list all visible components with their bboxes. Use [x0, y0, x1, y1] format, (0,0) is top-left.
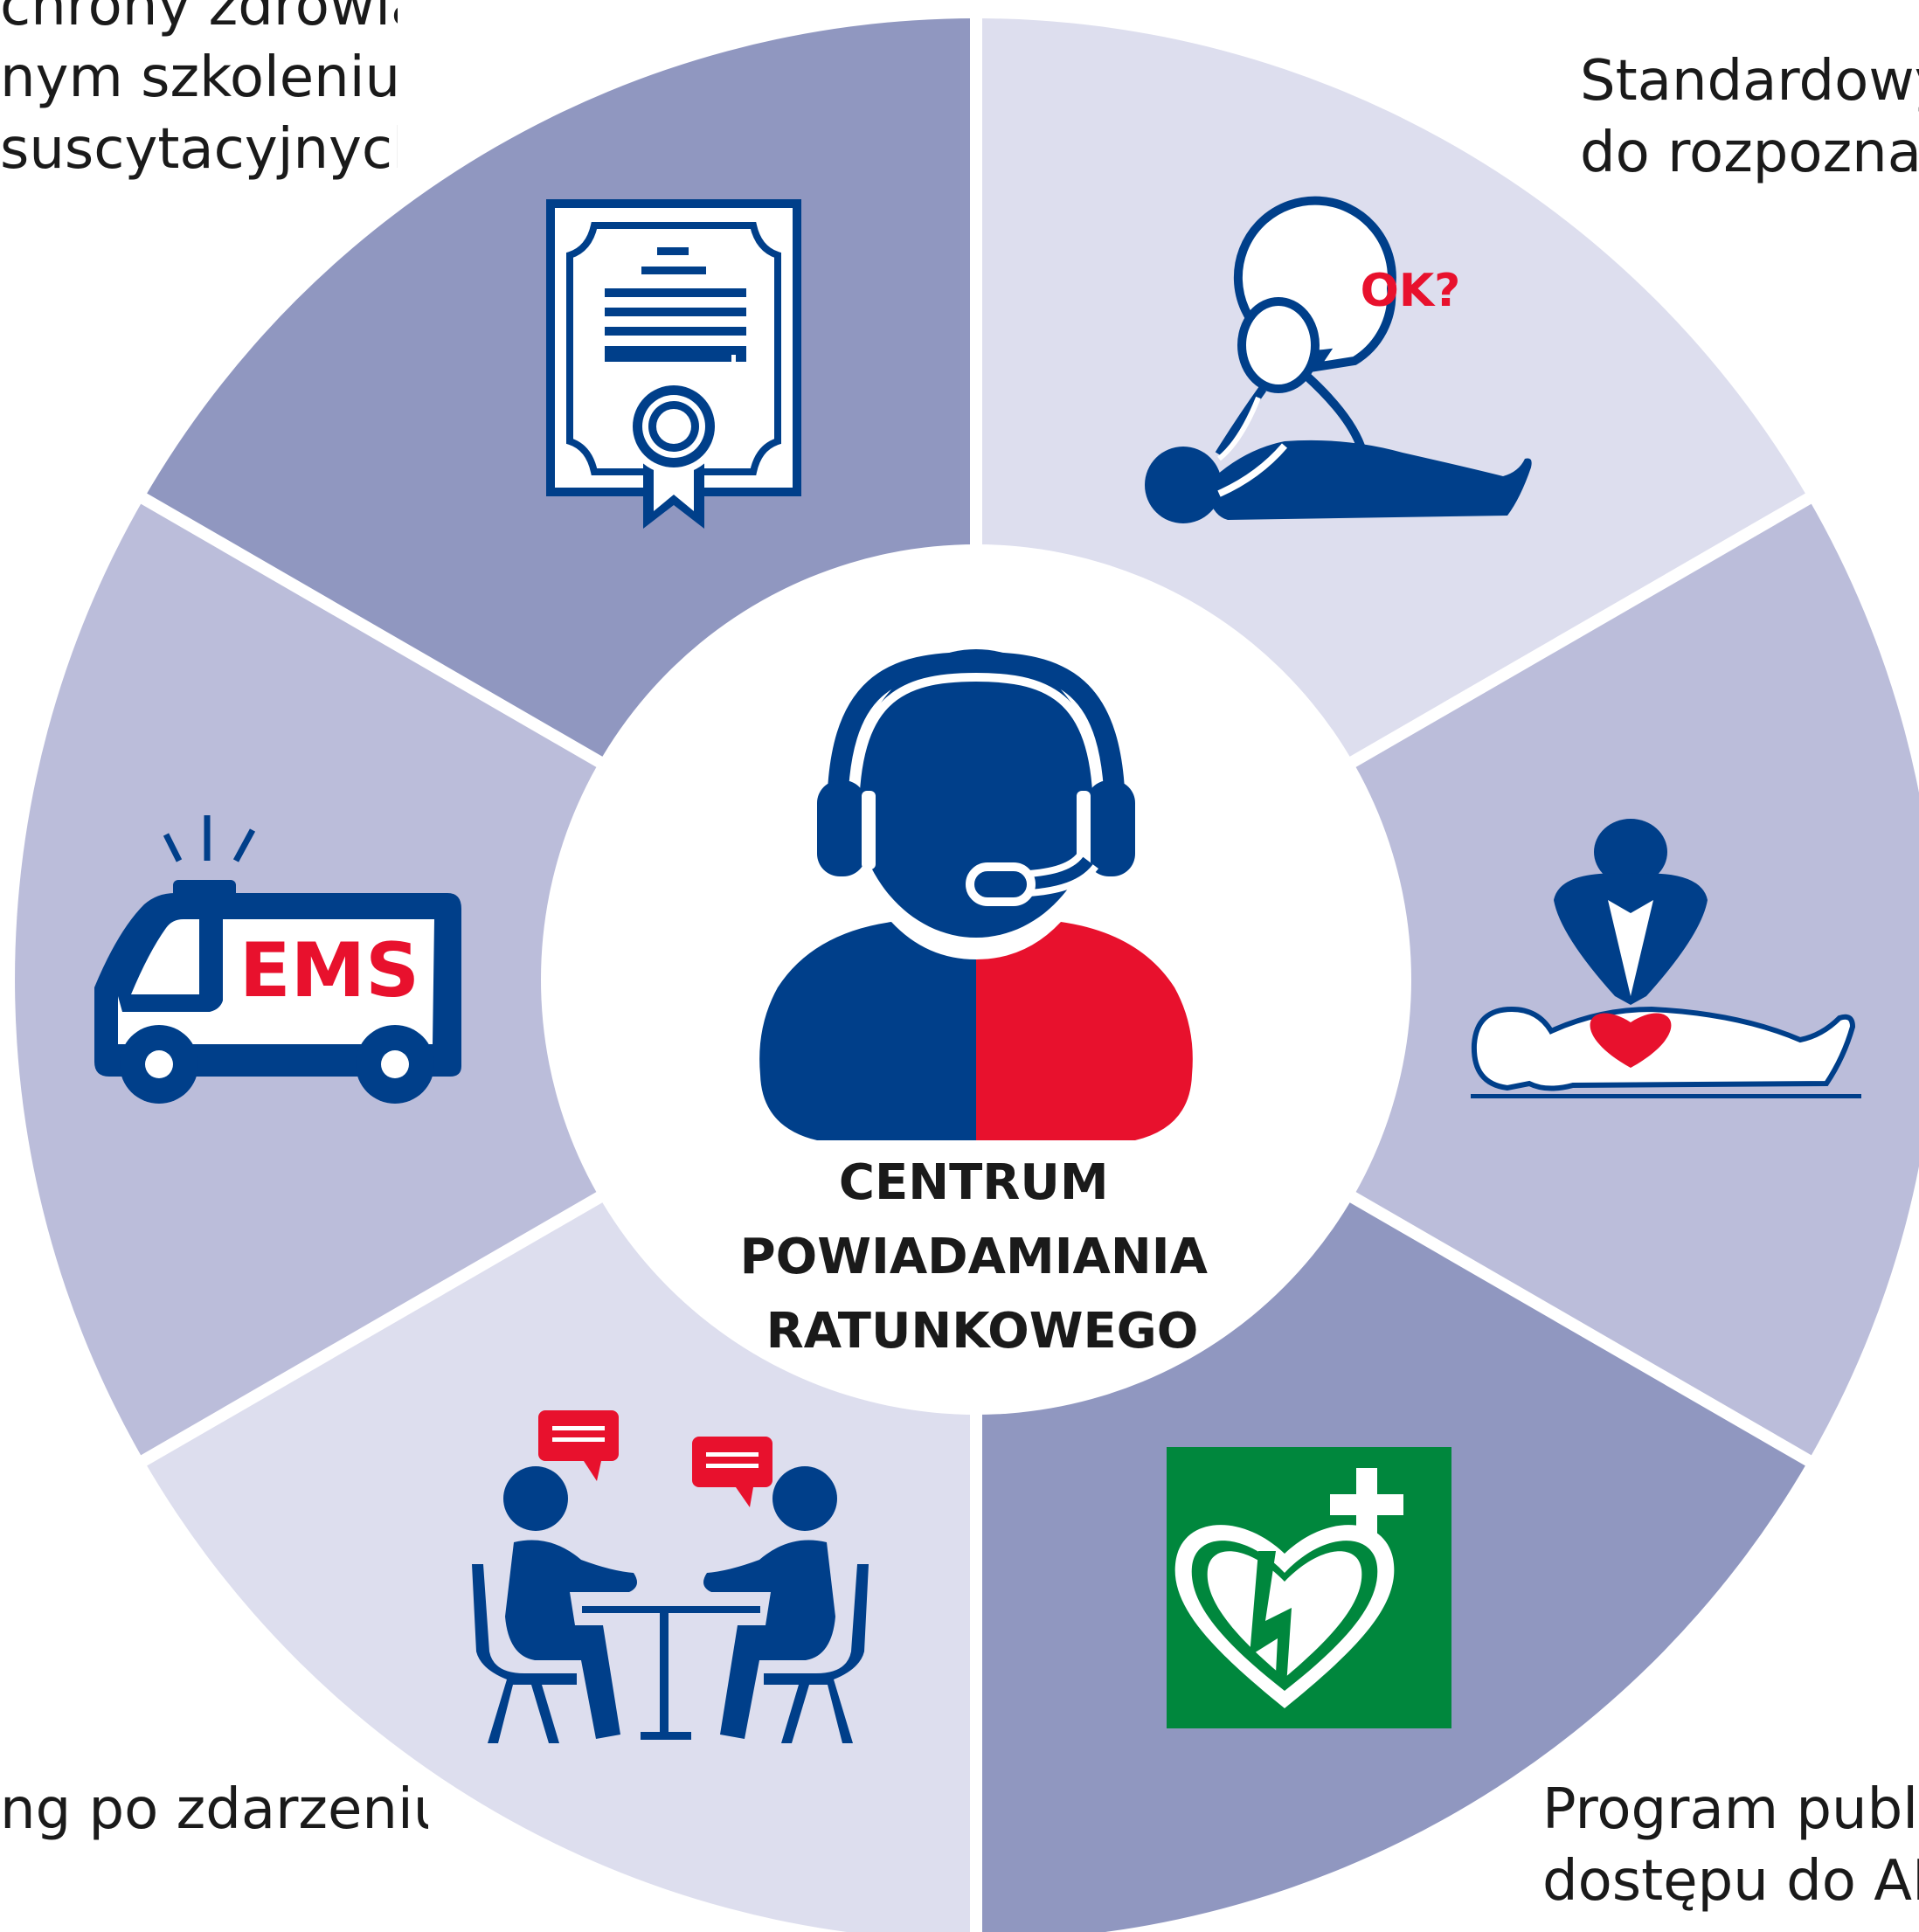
label-bottom-right-line-2: dostępu do AE — [1542, 1849, 1919, 1914]
center-title: CENTRUM POWIADAMIANIA RATUNKOWEGO — [740, 1154, 1225, 1360]
center-title-line-1: CENTRUM — [839, 1154, 1109, 1211]
certificate-icon — [546, 199, 801, 529]
label-bottom-right-line-1: Program publ — [1542, 1777, 1918, 1842]
dispatcher-headset-icon — [759, 649, 1193, 1140]
center-title-line-3: RATUNKOWEGO — [766, 1303, 1199, 1360]
label-top-right: Standardowy do rozpozna — [1580, 45, 1919, 189]
label-top-left-line-1: chrony zdrowia — [0, 0, 398, 38]
label-bottom-right: Program publ dostępu do AE — [1542, 1774, 1919, 1917]
label-top-left-line-3: suscytacyjnych — [0, 117, 398, 182]
ok-check-victim-icon: OK? — [1145, 196, 1532, 523]
ambulance-icon: EMS — [94, 815, 461, 1104]
label-top-left-line-2: nym szkoleniu — [0, 45, 398, 110]
aed-sign-icon — [1167, 1447, 1451, 1728]
debriefing-conversation-icon — [472, 1410, 869, 1743]
segment-ambulance — [15, 499, 976, 1460]
cpr-compressions-icon — [1471, 819, 1861, 1098]
label-top-right-line-1: Standardowy — [1580, 49, 1919, 114]
label-bottom-left: ng po zdarzeniu — [0, 1774, 428, 1845]
segment-cpr — [976, 499, 1919, 1460]
label-top-left: chrony zdrowia nym szkoleniu suscytacyjn… — [0, 0, 398, 185]
label-top-right-line-2: do rozpozna — [1580, 121, 1919, 185]
label-bottom-left-line-1: ng po zdarzeniu — [0, 1777, 428, 1842]
ok-bubble-text: OK? — [1361, 265, 1461, 317]
center-title-line-2: POWIADAMIANIA — [740, 1229, 1209, 1285]
ambulance-ems-text: EMS — [239, 927, 419, 1014]
